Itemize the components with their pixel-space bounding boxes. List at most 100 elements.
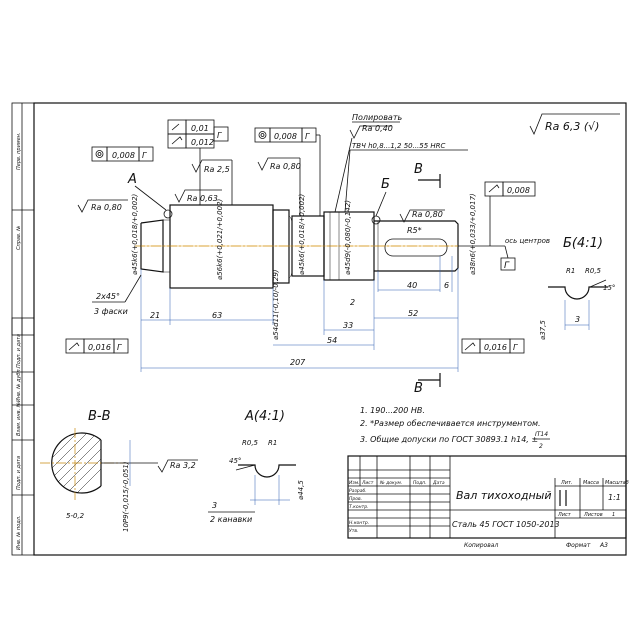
svg-text:Б(4:1): Б(4:1) [563, 236, 603, 251]
svg-text:R0,5: R0,5 [585, 267, 602, 275]
svg-text:Ra 0,63: Ra 0,63 [187, 194, 218, 203]
svg-text:R1: R1 [566, 267, 575, 275]
svg-text:Ra 0,80: Ra 0,80 [91, 203, 122, 212]
svg-text:Изм.: Изм. [349, 480, 360, 486]
svg-text:2x45°: 2x45° [96, 292, 120, 301]
svg-text:Лист: Лист [361, 480, 374, 486]
svg-text:Копировал: Копировал [464, 542, 498, 549]
svg-text:1: 1 [612, 512, 615, 518]
detail-b-marker [371, 215, 381, 225]
dimension-lines [140, 256, 459, 372]
svg-text:IT14: IT14 [535, 431, 548, 438]
strip-sign-date-2: Подп. и дата [16, 456, 22, 490]
tol-datum-top: Г [217, 131, 222, 140]
section-vv: В-В Ra 3,2 5-0,2 10P9(-0,015/-0,051) [40, 409, 198, 532]
svg-text:R1: R1 [268, 439, 277, 447]
svg-text:3: 3 [212, 501, 217, 510]
chamfer-note: 2x45° 3 фаски [92, 274, 142, 316]
svg-text:1. 190...200 НВ.: 1. 190...200 НВ. [360, 406, 425, 415]
tol-runout-right: 0,008 [507, 186, 530, 195]
svg-text:Утв.: Утв. [349, 528, 358, 534]
detail-b-view: Б(4:1) R1 R0,5 15° 3 ⌀37,5 [539, 236, 615, 340]
strip-dup-inv: Инв. № дубл. [16, 368, 22, 402]
svg-text:№ докум.: № докум. [379, 480, 402, 486]
datum-g-label: Г [504, 261, 510, 271]
polish-note: Полировать [352, 113, 402, 122]
svg-text:Масса: Масса [583, 480, 599, 486]
detail-a-view: А(4:1) R0,5 R1 45° 3 2 канавки ⌀44,5 [208, 409, 305, 524]
roughness-ra063: Ra 0,63 [174, 189, 222, 203]
dim-63: 63 [212, 311, 222, 320]
svg-text:Формат: Формат [566, 542, 591, 549]
tol-datum-left: Г [142, 151, 147, 160]
svg-text:2. *Размер обеспечивается инст: 2. *Размер обеспечивается инструментом. [360, 419, 541, 428]
dia-d2: ⌀56k6(+0,021/+0,002) [216, 198, 224, 280]
tolerance-frame-concentric-mid: 0,008 Г [254, 127, 321, 216]
strip-first-use: Перв. примен. [16, 132, 22, 170]
svg-text:2 канавки: 2 канавки [210, 515, 252, 524]
label-b-view: Б [381, 177, 390, 192]
tolerance-frame-runout-right: 0,008 [484, 181, 536, 246]
strip-ref-no: Справ. № [16, 226, 22, 250]
roughness-ra25: Ra 2,5 [191, 159, 233, 205]
svg-text:10P9(-0,015/-0,051): 10P9(-0,015/-0,051) [122, 461, 130, 532]
dim-54: 54 [327, 336, 337, 345]
roughness-ra080-right: Ra 0,80 [399, 209, 445, 223]
roughness-ra080-mid: Ra 0,80 [257, 157, 301, 216]
center-axis-note: ось центров [505, 237, 550, 245]
svg-text:3 фаски: 3 фаски [94, 307, 128, 316]
svg-text:Листов: Листов [583, 512, 603, 518]
tol-parallel-top: 0,012 [191, 138, 214, 147]
svg-text:В: В [414, 381, 423, 396]
hardening-note: ТВЧ h0,8...1,2 50...55 HRC [344, 142, 468, 213]
svg-text:Подп.: Подп. [413, 480, 427, 486]
svg-text:А(4:1): А(4:1) [244, 409, 285, 424]
svg-text:А3: А3 [599, 542, 608, 549]
dim-r5: R5* [407, 226, 422, 235]
leader-a [134, 185, 167, 211]
dim-52: 52 [408, 309, 418, 318]
material: Сталь 45 ГОСТ 1050-2013 [452, 520, 560, 529]
general-roughness-label: Ra 6,3 (√) [545, 120, 599, 133]
part-name: Вал тихоходный [456, 489, 551, 502]
tolerance-frame-concentric-left: 0,008 Г [91, 146, 154, 162]
strip-orig-inv: Инв. № подл. [16, 516, 22, 551]
datum-g-box: Г ось центров [458, 237, 550, 271]
title-block: Изм. Лист № докум. Подп. Дата Разраб. Пр… [347, 455, 629, 549]
tolerance-frame-runout-top: 0,01 0,012 Г [167, 119, 229, 205]
tolerance-frame-runout-bottom-right: 0,016 Г [461, 338, 525, 354]
roughness-ra080-left: Ra 0,80 [77, 199, 128, 213]
dim-21: 21 [150, 311, 160, 320]
tol-datum-bottom-left: Г [117, 343, 122, 352]
dim-207: 207 [290, 358, 306, 367]
tol-runout-bottom-left: 0,016 [88, 343, 111, 352]
svg-text:Ra 0,80: Ra 0,80 [270, 162, 301, 171]
svg-text:Дата: Дата [432, 480, 445, 486]
svg-text:⌀37,5: ⌀37,5 [539, 320, 547, 340]
dia-d1: ⌀45k6(+0,018/+0,002) [131, 193, 139, 275]
svg-text:Масштаб: Масштаб [605, 480, 629, 486]
svg-text:3. Общие допуски по ГОСТ 30893: 3. Общие допуски по ГОСТ 30893.1 h14, ± [360, 435, 538, 444]
shaft-main-view [135, 204, 459, 289]
svg-text:В-В: В-В [88, 409, 111, 424]
svg-text:⌀44,5: ⌀44,5 [297, 480, 305, 500]
svg-text:Т.контр.: Т.контр. [349, 504, 369, 510]
side-strip: Перв. примен. Справ. № Подп. и дата Инв.… [11, 102, 35, 556]
dim-33: 33 [343, 321, 353, 330]
dim-6: 6 [444, 281, 449, 290]
tolerance-frame-runout-bottom-left: 0,016 Г [65, 338, 129, 354]
svg-text:В: В [414, 162, 423, 177]
roughness-ra040: Ra 0,40 Полировать [334, 113, 402, 213]
leader-b [375, 191, 387, 217]
strip-replace-inv: Взам. инв. № [16, 402, 22, 436]
strip-sign-date-1: Подп. и дата [16, 334, 22, 368]
cut-marker-bottom: В [414, 373, 441, 396]
svg-text:R0,5: R0,5 [242, 439, 259, 447]
svg-text:Разраб.: Разраб. [349, 488, 367, 494]
tech-requirements: 1. 190...200 НВ. 2. *Размер обеспечивает… [360, 406, 550, 450]
svg-text:5-0,2: 5-0,2 [66, 512, 85, 520]
svg-text:45°: 45° [229, 457, 241, 465]
dia-d4: ⌀45k6(+0,018/+0,002) [298, 193, 306, 275]
tol-runout-bottom-right: 0,016 [484, 343, 507, 352]
